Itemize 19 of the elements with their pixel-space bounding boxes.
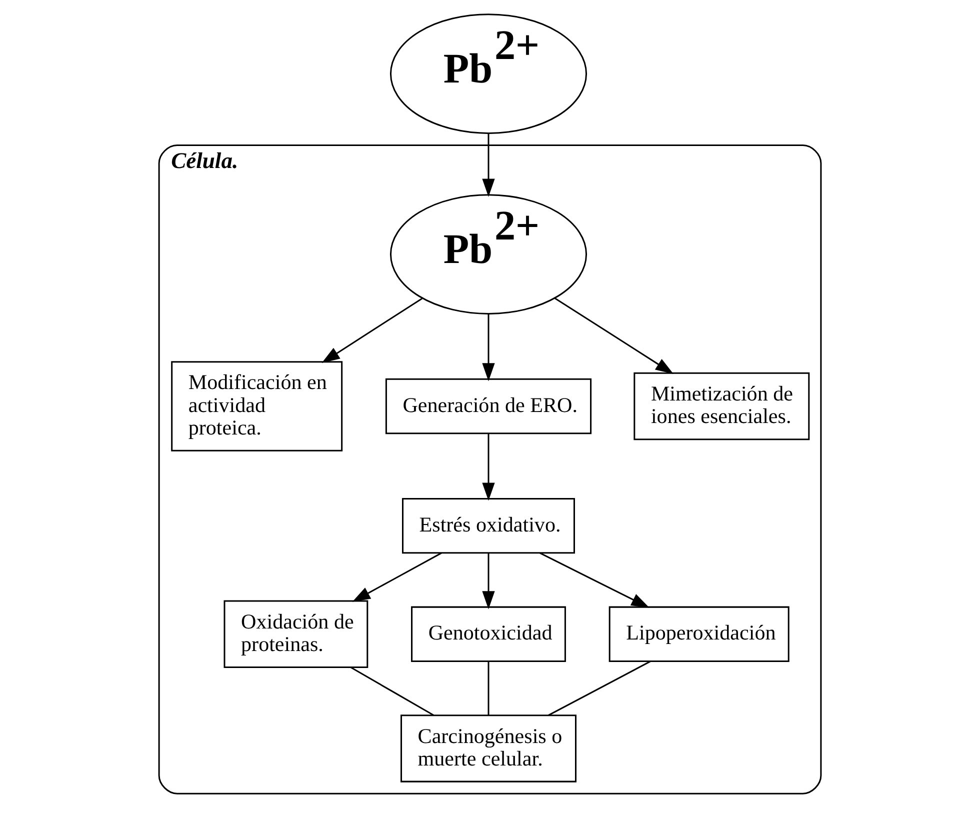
connector — [548, 660, 651, 716]
arrow — [482, 314, 495, 382]
arrow — [482, 553, 495, 610]
arrow — [540, 552, 650, 608]
arrow — [322, 298, 423, 364]
arrow — [554, 297, 674, 374]
arrow — [482, 133, 495, 197]
arrow — [482, 434, 495, 501]
node-box: Genotoxicidad — [411, 606, 566, 662]
arrow — [352, 552, 442, 602]
node-box: Modificación en actividad proteica. — [171, 361, 343, 452]
node-box: Estrés oxidativo. — [402, 498, 575, 554]
node-box: Mimetización de iones esenciales. — [634, 372, 810, 440]
connector — [350, 666, 434, 716]
node-box: Lipoperoxidación — [608, 606, 790, 662]
node-box: Carcinogénesis o muerte celular. — [400, 714, 576, 782]
connector — [488, 661, 490, 716]
node-box: Generación de ERO. — [385, 378, 592, 434]
node-box: Oxidación de proteinas. — [224, 600, 368, 668]
